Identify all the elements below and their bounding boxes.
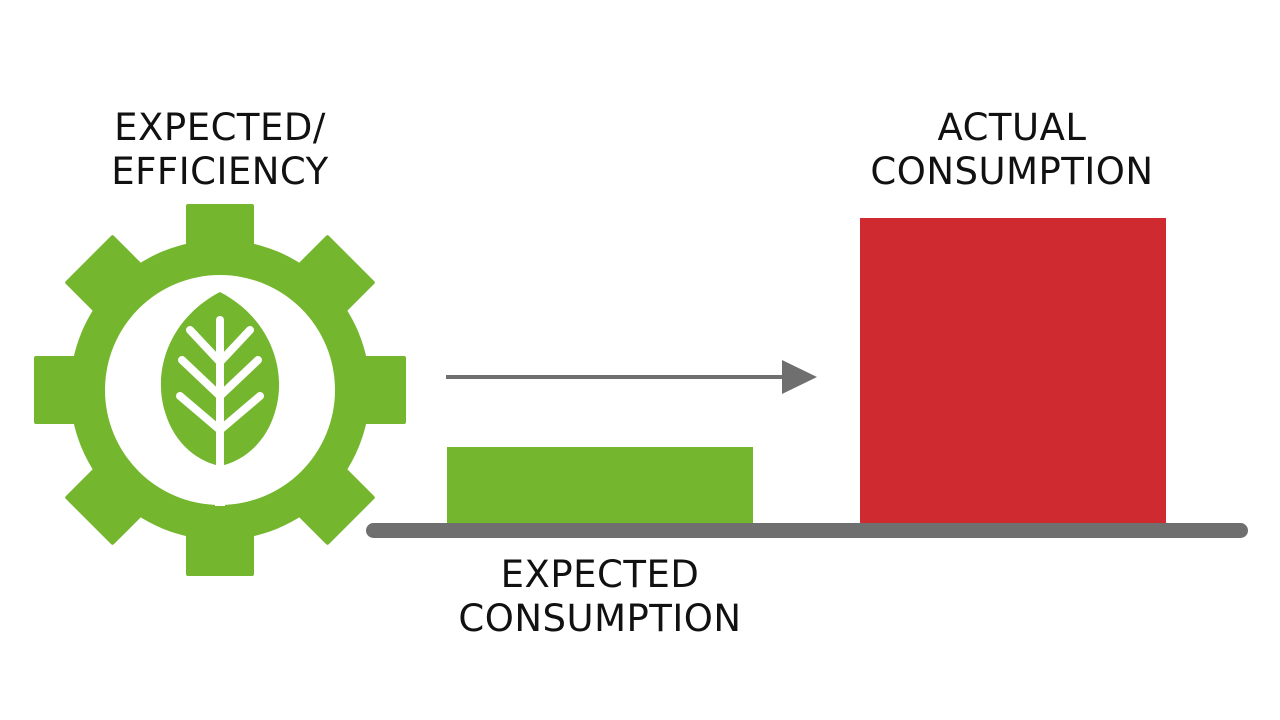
right-arrow-icon xyxy=(446,360,817,394)
expected-efficiency-label-line-2: EFFICIENCY xyxy=(111,150,329,193)
actual-consumption-label-line-2: CONSUMPTION xyxy=(870,150,1154,193)
expected-consumption-bar xyxy=(447,447,753,523)
gear-with-leaf-icon xyxy=(34,204,406,576)
actual-consumption-label-line-1: ACTUAL xyxy=(937,106,1087,149)
actual-consumption-label: ACTUAL CONSUMPTION xyxy=(842,106,1182,194)
expected-consumption-label: EXPECTED CONSUMPTION xyxy=(430,553,770,641)
baseline xyxy=(366,523,1248,538)
expected-efficiency-label-line-1: EXPECTED/ xyxy=(114,106,326,149)
actual-consumption-bar xyxy=(860,218,1166,523)
expected-consumption-label-line-1: EXPECTED xyxy=(500,553,700,596)
leaf-icon xyxy=(160,292,280,506)
expected-efficiency-label: EXPECTED/ EFFICIENCY xyxy=(60,106,380,194)
expected-consumption-label-line-2: CONSUMPTION xyxy=(458,597,742,640)
